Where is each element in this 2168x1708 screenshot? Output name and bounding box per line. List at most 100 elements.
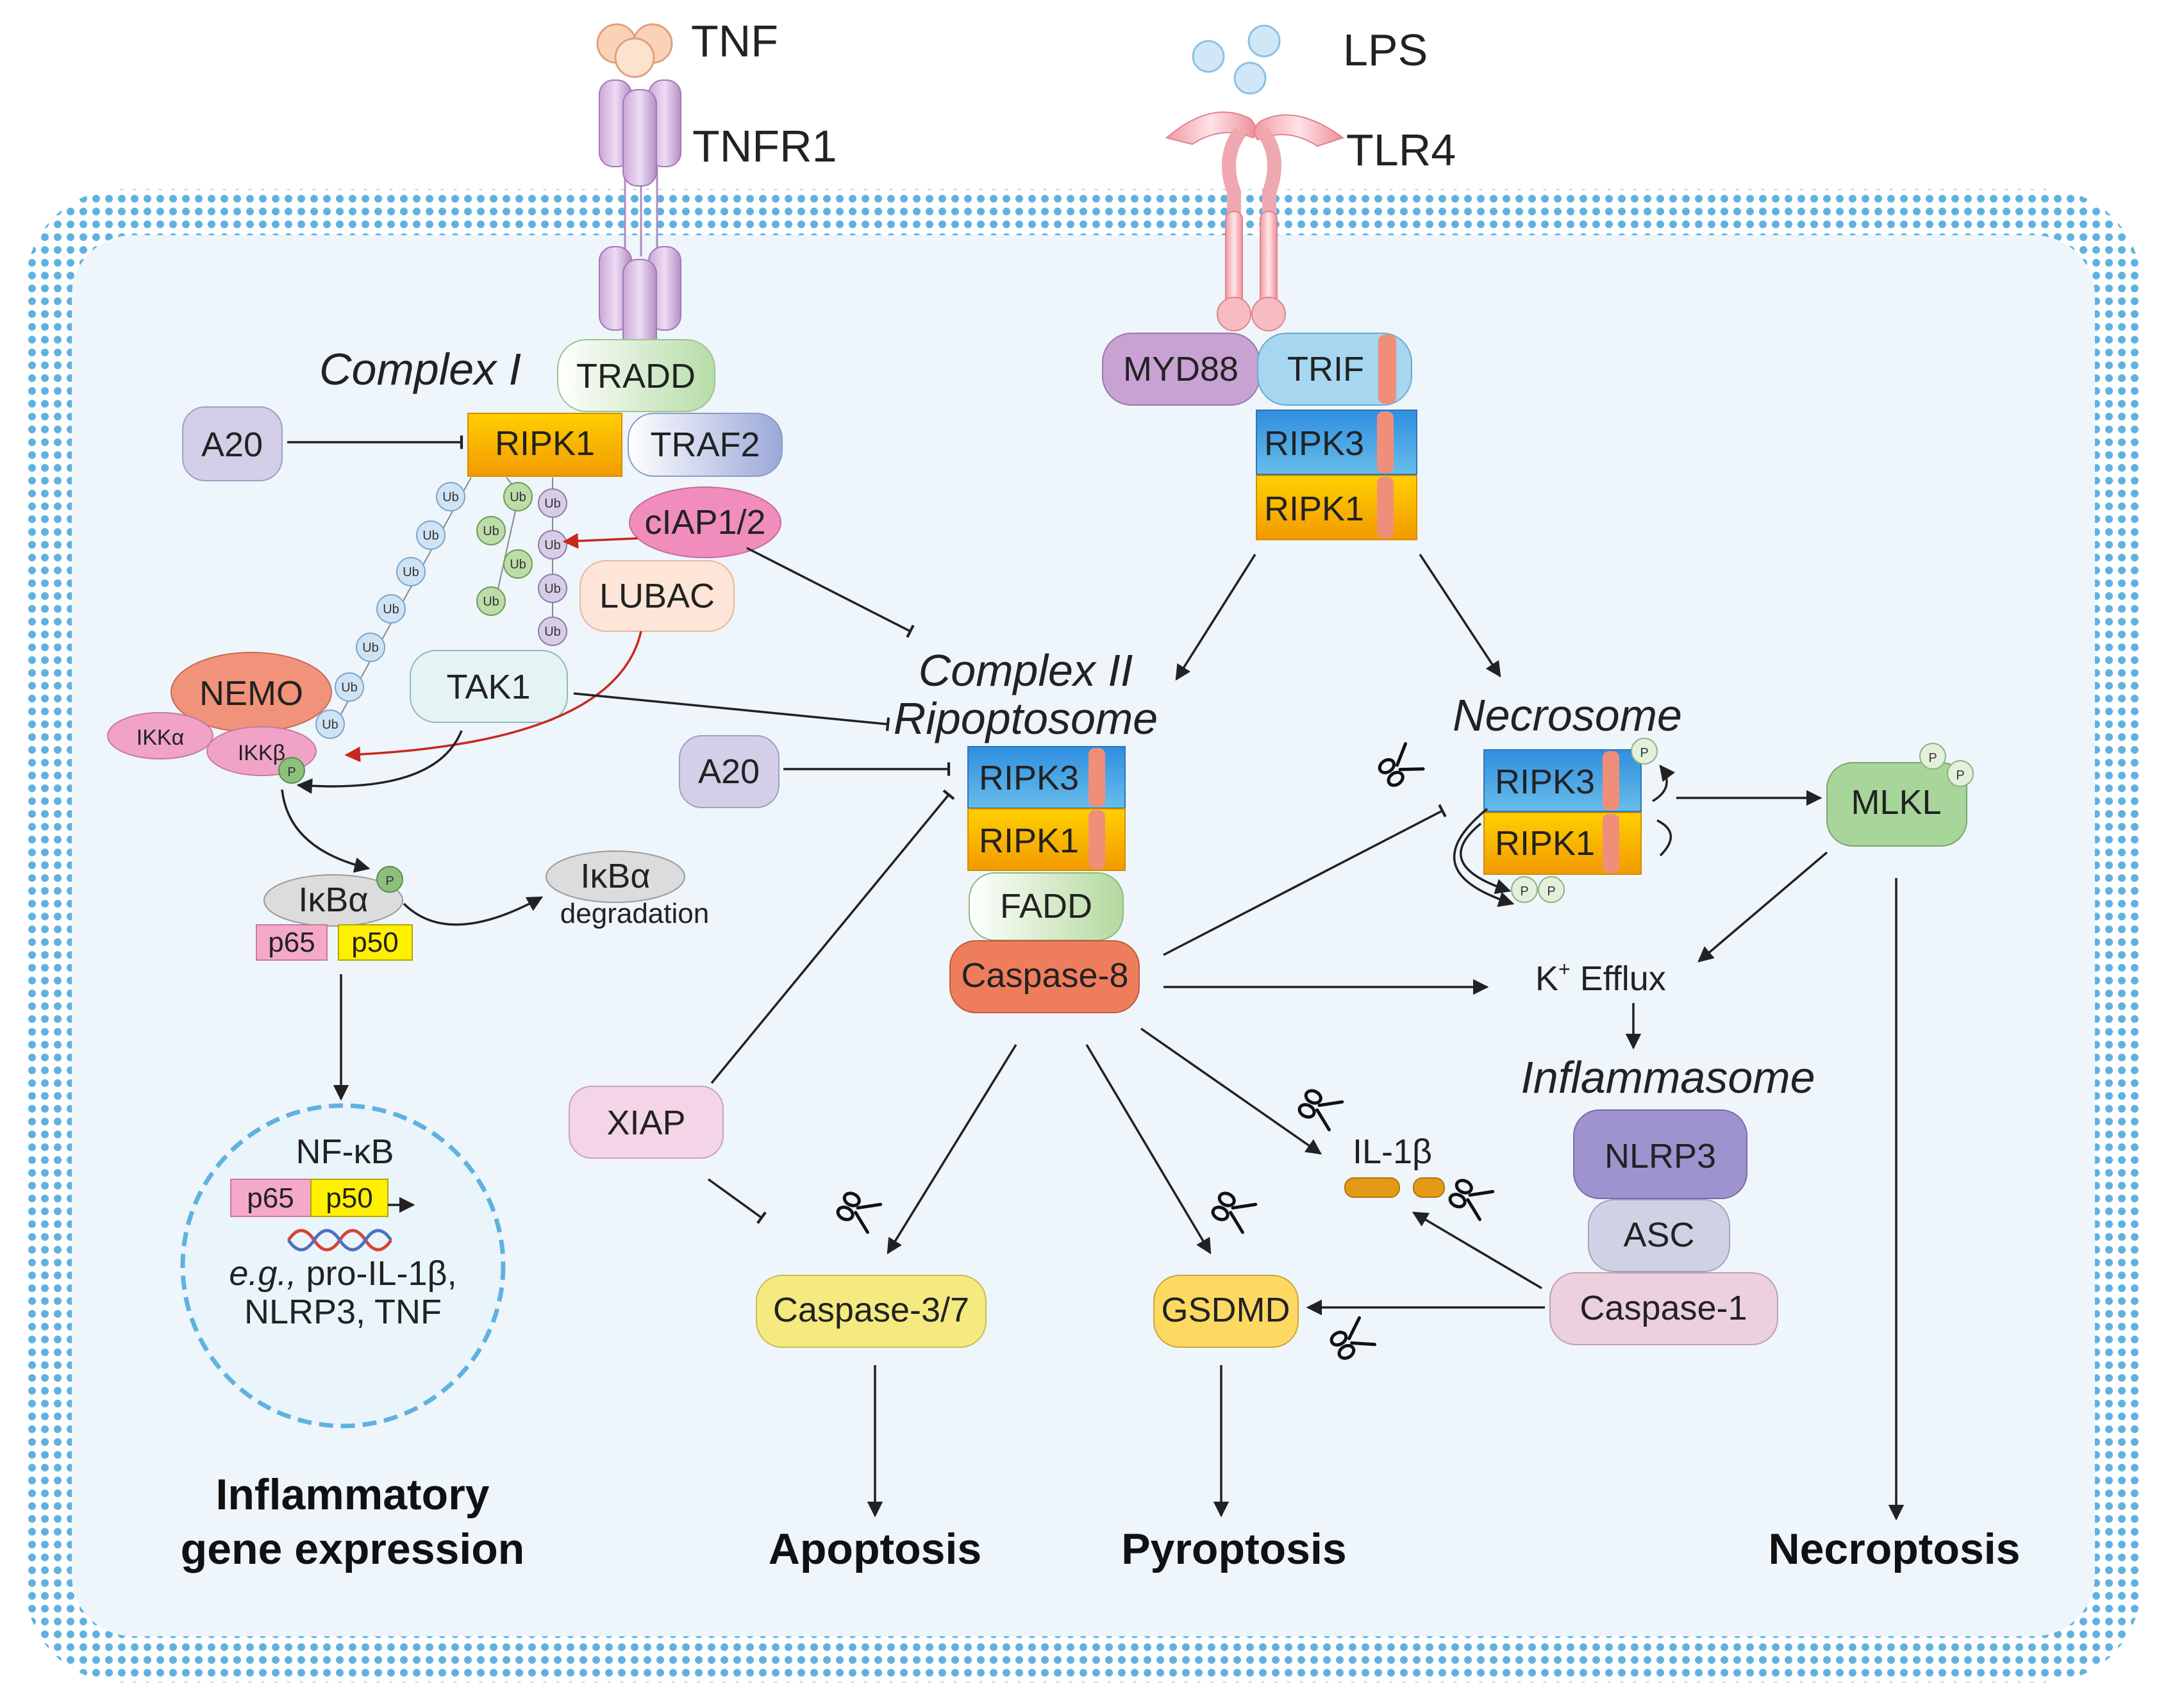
ikba-label: IκBα: [298, 881, 368, 919]
ubiquitin-label: Ub: [422, 529, 439, 543]
apoptosis-outcome: Apoptosis: [769, 1525, 981, 1573]
ripk1-necrosome-rhim: [1603, 814, 1619, 873]
ikk-to-ikba-arrow: [281, 789, 371, 873]
mlkl-label: MLKL: [1851, 783, 1941, 822]
scissors-icon: [1297, 1089, 1344, 1132]
ciap-inhibits-complex-ii: [746, 547, 915, 638]
caspase-8-to-il1b-arrow: [1140, 1027, 1322, 1155]
ripk3-transphospho-arrow: [1453, 808, 1515, 908]
p65-cyto: [256, 924, 328, 961]
scissors-icon: [836, 1191, 883, 1234]
xiap-inhibits-caspase-37: [707, 1178, 767, 1224]
tlr-to-complex-ii-arrow: [1175, 554, 1256, 681]
gsdmd-label: GSDMD: [1162, 1291, 1290, 1329]
traf2-protein: [628, 413, 783, 477]
ubiquitin-bead: [503, 549, 533, 579]
complex-i-title: Complex I: [319, 344, 521, 394]
scissors-icon: [1378, 742, 1425, 787]
fadd-label: FADD: [1000, 887, 1092, 925]
caspase-1: [1549, 1272, 1778, 1345]
inflammatory-outcome-line1: Inflammatory: [216, 1470, 490, 1519]
tnf-label: TNF: [691, 16, 778, 66]
mlkl-protein: [1826, 762, 1967, 847]
efflux-word: Efflux: [1571, 959, 1666, 998]
tradd-label: TRADD: [576, 357, 696, 395]
mlkl-phospho: P P: [1919, 743, 1974, 787]
ripk1-complex-ii-label: RIPK1: [979, 822, 1079, 860]
xiap-protein: [569, 1086, 724, 1159]
traf2-label: TRAF2: [650, 426, 760, 464]
scissors-icon: [1448, 1179, 1495, 1222]
ubiquitin-label: Ub: [544, 582, 561, 596]
svg-text:P: P: [1520, 884, 1528, 899]
dna-helix: [287, 1229, 393, 1252]
ripoptosome-title: Ripoptosome: [894, 693, 1158, 743]
caspase-3-7: [756, 1275, 987, 1348]
nlrp3-label: NLRP3: [1605, 1137, 1716, 1175]
lubac-to-ikk-arrow: [344, 631, 642, 763]
ripk3-necrosome-label: RIPK3: [1495, 763, 1595, 801]
ubiquitin-label: Ub: [442, 490, 459, 504]
xiap-inhibits-complex-ii: [710, 789, 955, 1084]
p50-cyto: [338, 924, 413, 961]
svg-text:P: P: [1640, 746, 1648, 760]
ripk3-autophospho-arrow: [1652, 765, 1676, 802]
cleavage-icons: [836, 742, 1495, 1360]
necrosome-title: Necrosome: [1453, 690, 1682, 740]
svg-text:P: P: [287, 765, 296, 779]
pro-il1b-fragment-2: [1413, 1177, 1445, 1198]
p50-nuclear-label: p50: [326, 1182, 372, 1214]
ripk1-complex-i: [467, 413, 622, 477]
scissors-icon: [1330, 1316, 1377, 1360]
target-genes-first: pro-IL-1β,: [296, 1254, 456, 1293]
ripk1-tlr-rhim: [1377, 477, 1394, 538]
nlrp3-sensor: [1573, 1109, 1747, 1199]
ciap-label: cIAP1/2: [644, 503, 765, 542]
ubiquitin-label: Ub: [544, 625, 561, 639]
lubac-complex: [580, 560, 735, 632]
p65-cyto-label: p65: [268, 927, 315, 958]
tlr4-label: TLR4: [1346, 125, 1456, 175]
target-genes-line1: e.g., pro-IL-1β,: [229, 1254, 456, 1293]
lubac-label: LUBAC: [599, 577, 715, 615]
target-genes-line2: NLRP3, TNF: [244, 1293, 442, 1331]
pro-il1b-fragment-1: [1344, 1177, 1400, 1198]
k-symbol: K: [1535, 959, 1558, 998]
ubiquitin-bead: [538, 574, 567, 603]
k-efflux-label: K+ Efflux: [1535, 958, 1666, 998]
ciap-protein: [629, 486, 781, 558]
tlr-to-necrosome-arrow: [1419, 554, 1501, 678]
ubiquitin-label: Ub: [341, 681, 358, 695]
ripk1-tlr-label: RIPK1: [1264, 490, 1364, 528]
ikka-protein: [107, 712, 213, 759]
target-genes-eg: e.g.,: [229, 1254, 296, 1293]
lps-ligand: [1192, 24, 1281, 95]
ubiquitin-bead: [436, 482, 465, 511]
degradation-label: degradation: [560, 898, 709, 929]
pyroptosis-outcome: Pyroptosis: [1121, 1525, 1346, 1573]
ubiquitin-label: Ub: [483, 524, 499, 538]
ubiquitin-label: Ub: [383, 602, 399, 617]
scissors-icon: [1211, 1191, 1258, 1234]
a20-complex-i-label: A20: [201, 426, 263, 464]
ripk3-complex-ii-label: RIPK3: [979, 759, 1079, 797]
ubiquitin-label: Ub: [510, 558, 526, 572]
svg-text:P: P: [1928, 751, 1937, 765]
ubiquitin-bead: [335, 672, 364, 702]
ubiquitin-label: Ub: [510, 490, 526, 504]
tnfr1-receptor: [599, 79, 681, 353]
p65-nuclear-label: p65: [247, 1182, 294, 1214]
ripk3-complex-ii-rhim: [1088, 748, 1105, 807]
ikba-degradation-arrow: [403, 896, 544, 926]
trif-rhim: [1378, 335, 1396, 404]
svg-text:P: P: [385, 874, 394, 888]
ripk1-complex-ii-rhim: [1088, 810, 1105, 869]
tak1-label: TAK1: [446, 668, 530, 706]
tak1-to-ikk-arrow: [296, 730, 463, 794]
ikba-degraded: [546, 850, 685, 903]
ubiquitin-bead: [503, 482, 533, 511]
complex-ii-title: Complex II: [919, 645, 1133, 695]
tradd-protein: [557, 339, 715, 412]
ubiquitin-label: Ub: [322, 718, 338, 732]
